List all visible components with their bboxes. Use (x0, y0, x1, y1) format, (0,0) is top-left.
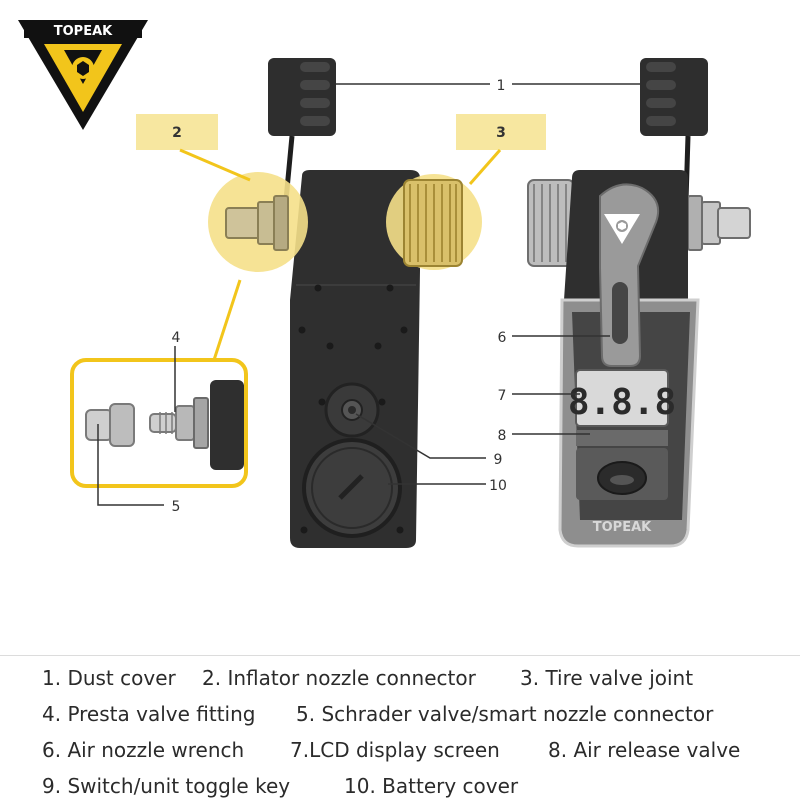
schrader-connector (85, 409, 113, 441)
topeak-logo: TOPEAK (18, 20, 148, 130)
legend-item-5: 5. Schrader valve/smart nozzle connector (296, 702, 714, 726)
lcd-reading: 8.8.8 (568, 382, 676, 423)
legend-item-1: 1. Dust cover (42, 666, 176, 690)
legend-item-2: 2. Inflator nozzle connector (202, 666, 476, 690)
legend-item-4: 4. Presta valve fitting (42, 702, 256, 726)
legend-row-1: 1. Dust cover 2. Inflator nozzle connect… (0, 660, 800, 696)
parts-legend: 1. Dust cover 2. Inflator nozzle connect… (0, 655, 800, 801)
tag-2: 2 (136, 114, 251, 182)
callout-num-8: 8 (498, 428, 507, 444)
callout-num-4: 4 (172, 330, 181, 346)
lcd-screen (575, 369, 669, 427)
callout-num-5: 5 (172, 499, 181, 515)
callout-num-2: 2 (172, 125, 182, 141)
callout-num-3: 3 (496, 125, 506, 141)
legend-item-10: 10. Battery cover (344, 774, 519, 798)
device-brand-text: TOPEAK (593, 520, 652, 535)
legend-item-7: 7.LCD display screen (290, 738, 500, 762)
legend-row-3: 6. Air nozzle wrench 7.LCD display scree… (0, 732, 800, 768)
callout-num-7: 7 (498, 388, 507, 404)
pump-front-view (208, 58, 482, 548)
callout-lines (97, 83, 640, 506)
legend-item-8: 8. Air release valve (548, 738, 741, 762)
callout-numbers: 1 4 5 6 7 8 9 10 (172, 78, 507, 515)
legend-row-4: 9. Switch/unit toggle key 10. Battery co… (0, 768, 800, 804)
tag-3: 3 (456, 114, 546, 185)
legend-item-6: 6. Air nozzle wrench (42, 738, 245, 762)
legend-row-2: 4. Presta valve fitting 5. Schrader valv… (0, 696, 800, 732)
logo-text: TOPEAK (54, 24, 113, 39)
callout-num-6: 6 (498, 330, 507, 346)
legend-item-3: 3. Tire valve joint (520, 666, 694, 690)
legend-item-9: 9. Switch/unit toggle key (42, 774, 291, 798)
callout-num-10: 10 (489, 478, 507, 494)
valve-detail-inset (70, 279, 248, 488)
pump-back-view: 8.8.8 TOPEAK (527, 58, 751, 548)
callout-num-9: 9 (494, 452, 503, 468)
callout-num-1: 1 (497, 78, 506, 94)
